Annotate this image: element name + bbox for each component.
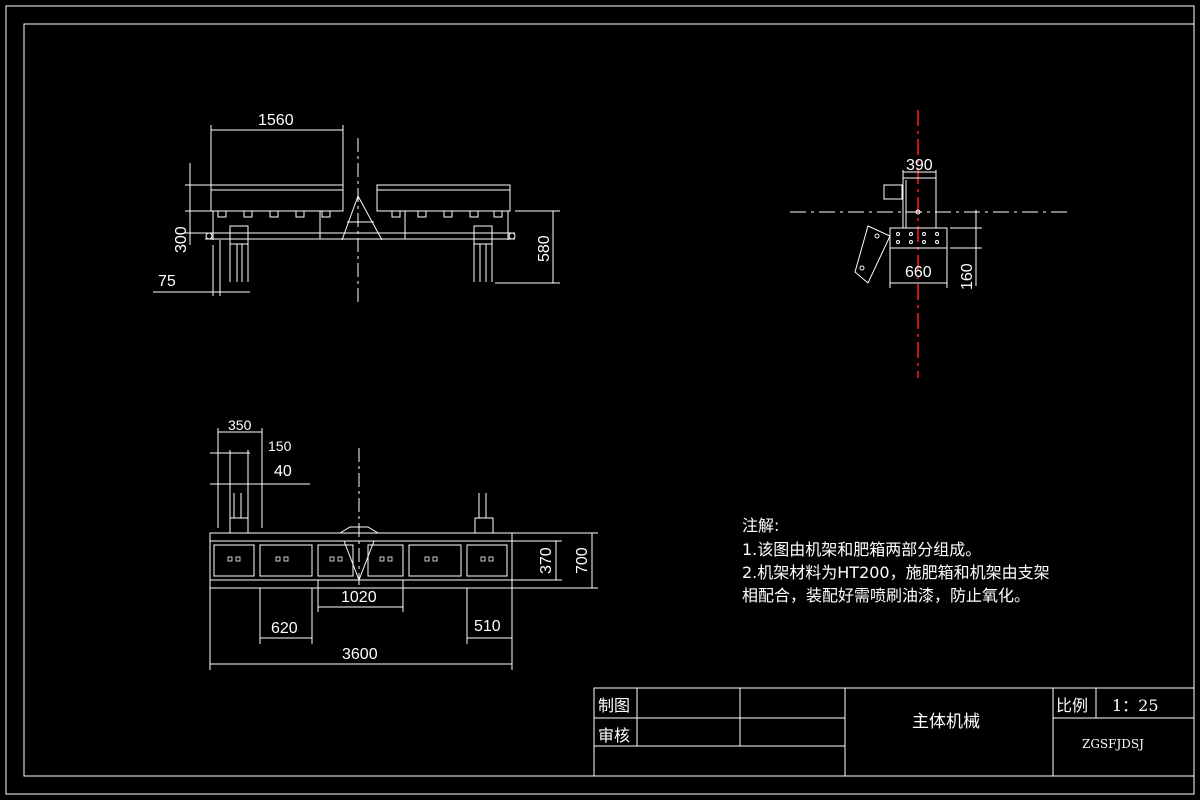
reviewed-by-label: 审核 (598, 726, 631, 745)
note-line-3: 相配合，装配好需喷刷油漆，防止氧化。 (742, 586, 1031, 605)
dim-350: 350 (228, 417, 252, 433)
top-view-drawing (153, 125, 560, 302)
side-view-drawing (790, 110, 1070, 378)
dim-160: 160 (959, 263, 976, 290)
drawing-name: 主体机械 (912, 712, 980, 732)
dim-75: 75 (158, 273, 176, 290)
dim-1020: 1020 (341, 589, 377, 606)
dim-300: 300 (173, 226, 190, 253)
dim-580: 580 (536, 235, 553, 262)
dim-1560: 1560 (258, 112, 294, 129)
front-view-drawing (209, 428, 598, 670)
dim-40: 40 (274, 463, 292, 480)
dim-620: 620 (271, 620, 298, 637)
scale-label: 比例 (1056, 696, 1089, 715)
dim-700: 700 (574, 547, 591, 574)
note-line-1: 1.该图由机架和肥箱两部分组成。 (742, 540, 982, 559)
outer-border (5, 5, 1195, 795)
title-block-grid (593, 687, 1195, 777)
scale-value: 1：25 (1112, 696, 1159, 715)
notes-title: 注解: (742, 516, 780, 535)
dim-3600: 3600 (342, 646, 378, 663)
dim-370: 370 (538, 547, 555, 574)
dim-150: 150 (268, 438, 292, 454)
dim-510: 510 (474, 618, 501, 635)
drawing-code: ZGSFJDSJ (1082, 737, 1144, 751)
dim-390: 390 (906, 157, 933, 174)
note-line-2: 2.机架材料为HT200，施肥箱和机架由支架 (742, 563, 1050, 582)
inner-border (23, 23, 1195, 777)
dim-660: 660 (905, 264, 932, 281)
drawn-by-label: 制图 (598, 696, 631, 715)
